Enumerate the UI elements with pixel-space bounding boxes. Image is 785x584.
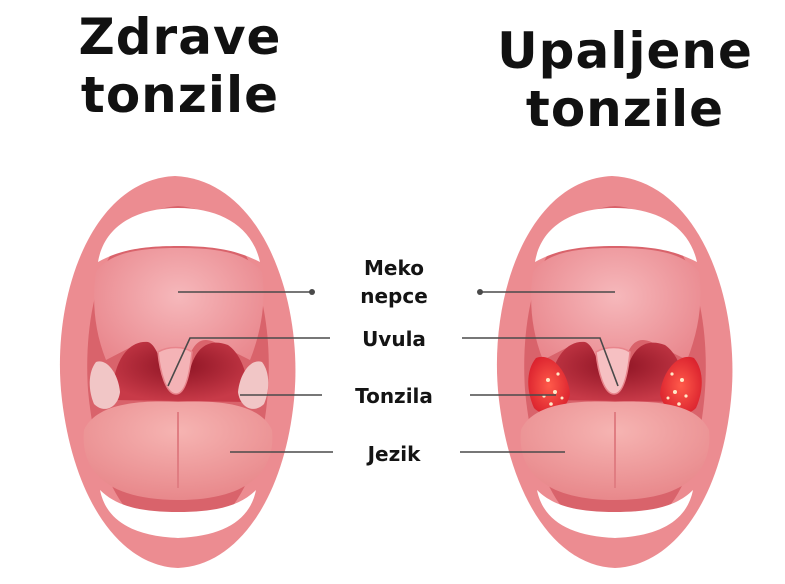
soft-palate-label: Meko nepce [344,254,444,310]
soft-palate-dot-left [309,289,315,295]
tongue-label: Jezik [344,440,444,468]
inflamed-mouth [497,176,733,568]
tonsil-label: Tonzila [334,382,454,410]
soft-palate-label-line1: Meko [344,254,444,282]
soft-palate-dot-right [477,289,483,295]
healthy-mouth [60,176,296,568]
uvula-label: Uvula [344,325,444,353]
soft-palate-label-line2: nepce [344,282,444,310]
